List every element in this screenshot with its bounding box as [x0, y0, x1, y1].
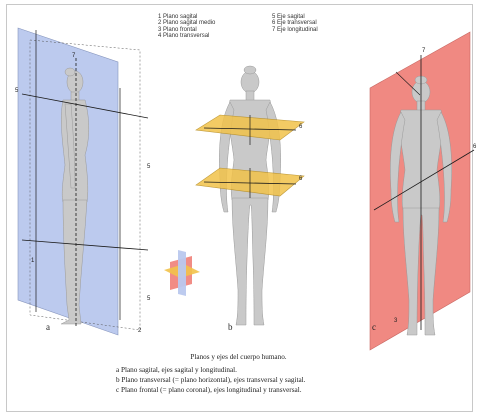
- panel-a: 7 5 5 1 5 2: [15, 28, 151, 335]
- caption-line: b Plano transversal (= plano horizontal)…: [116, 375, 361, 385]
- callout-label: 2: [138, 328, 142, 334]
- figure-letter-a: a: [46, 322, 50, 332]
- caption-line: a Plano sagital, ejes sagital y longitud…: [116, 365, 361, 375]
- planes-icon: [164, 250, 200, 296]
- caption-title: Planos y ejes del cuerpo humano.: [116, 353, 361, 361]
- figure-letter-b: b: [228, 322, 233, 332]
- figure-caption: Planos y ejes del cuerpo humano. a Plano…: [116, 353, 361, 395]
- callout-label: 5: [147, 164, 151, 170]
- figure-letter-c: c: [372, 322, 376, 332]
- callout-label: 5: [147, 296, 151, 302]
- panel-b: 6 6: [196, 66, 304, 325]
- caption-line: c Plano frontal (= plano coronal), ejes …: [116, 385, 361, 395]
- callout-label: 6: [299, 124, 303, 130]
- panel-c: 7 6 3: [370, 32, 477, 350]
- callout-label: 6: [473, 144, 477, 150]
- callout-label: 7: [422, 48, 426, 54]
